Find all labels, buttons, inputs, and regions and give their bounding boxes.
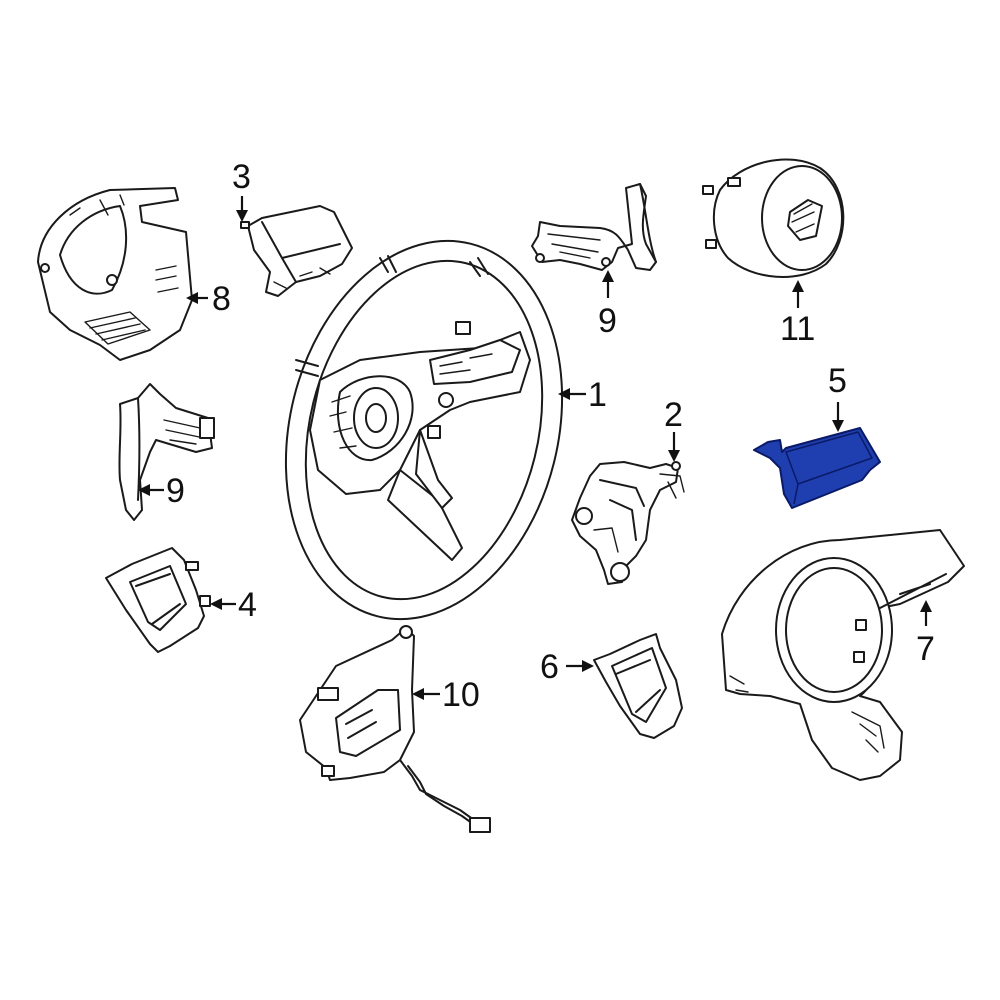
callout-9-left[interactable]: 9 (166, 472, 185, 510)
part-7-rear-trim[interactable] (721, 529, 965, 781)
callout-8[interactable]: 8 (212, 280, 231, 318)
part-6-switch-right[interactable] (593, 633, 683, 739)
part-4-switch-left[interactable] (105, 547, 211, 653)
part-8-column-shroud[interactable] (37, 187, 193, 361)
callout-4[interactable]: 4 (238, 586, 257, 624)
callout-9-top[interactable]: 9 (598, 302, 617, 340)
callout-6[interactable]: 6 (540, 648, 559, 686)
part-9-paddle-left[interactable] (118, 383, 215, 521)
part-11-airbag-module[interactable] (702, 158, 845, 278)
part-3-upper-cover[interactable] (240, 205, 353, 297)
part-10-switch-assembly[interactable] (299, 625, 491, 833)
callout-5[interactable]: 5 (828, 362, 847, 400)
part-5-highlighted-module[interactable] (753, 427, 881, 509)
part-2-clock-spring[interactable] (571, 461, 685, 585)
callout-leaders (138, 196, 932, 700)
part-9-paddle-upper[interactable] (531, 183, 657, 271)
callout-1[interactable]: 1 (588, 376, 607, 414)
part-1-steering-wheel[interactable] (248, 211, 601, 648)
callout-11[interactable]: 11 (780, 310, 815, 348)
callout-10[interactable]: 10 (442, 676, 480, 714)
callout-7[interactable]: 7 (916, 630, 935, 668)
callout-labels: 1 2 3 4 5 6 7 8 9 9 10 11 (166, 158, 935, 714)
callout-3[interactable]: 3 (232, 158, 251, 196)
callout-2[interactable]: 2 (664, 396, 683, 434)
